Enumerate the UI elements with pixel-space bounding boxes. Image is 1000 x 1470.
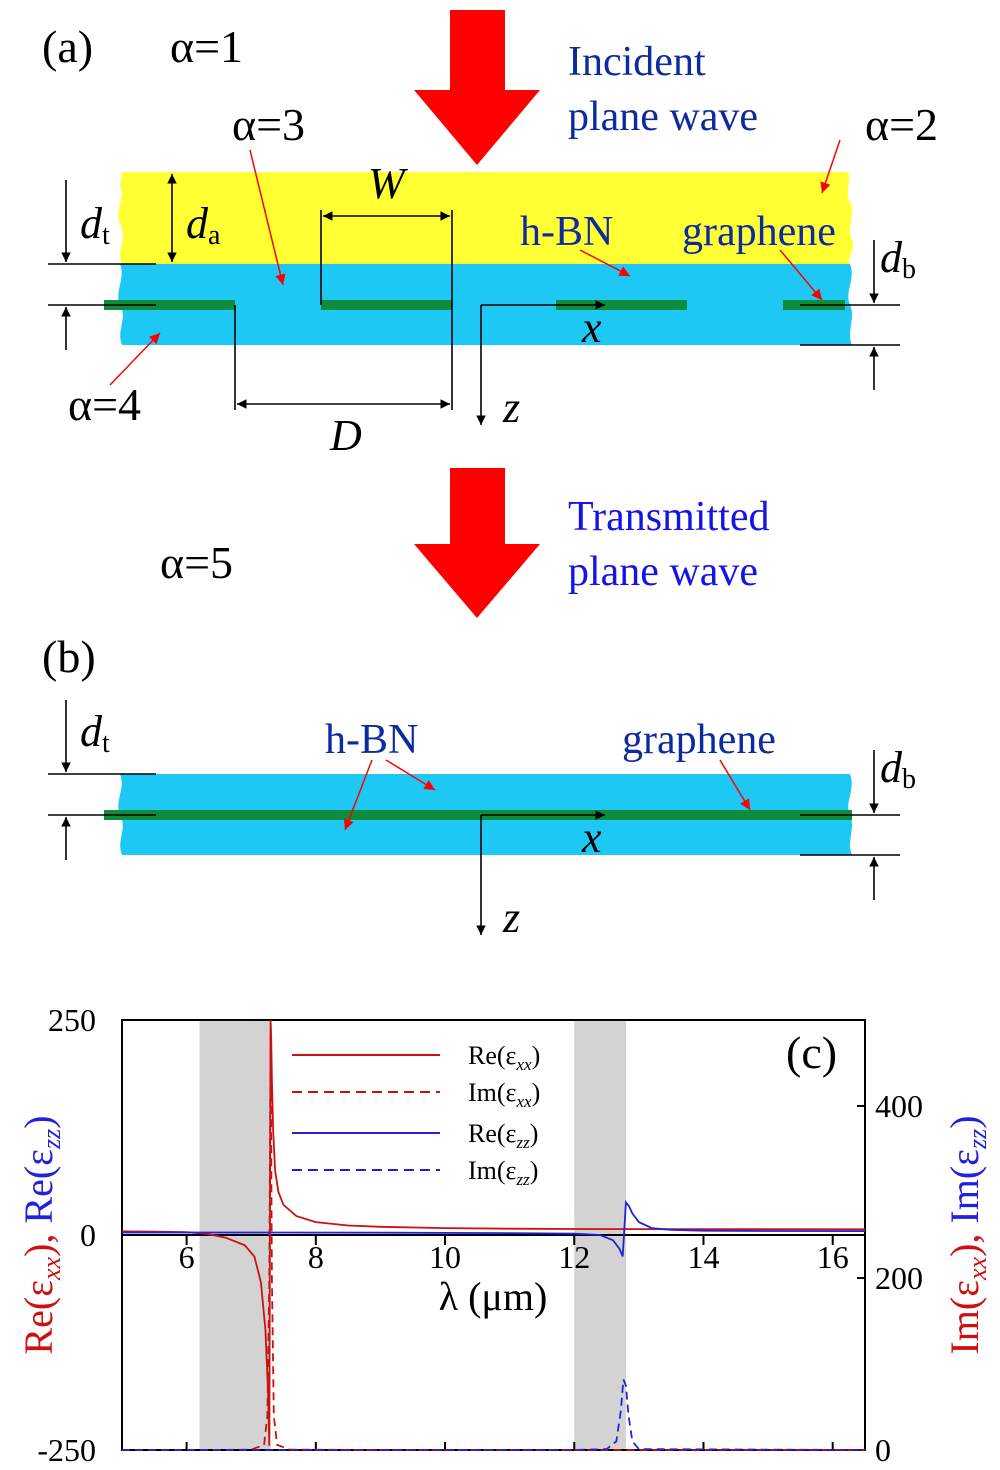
incident-label-line1: Incident xyxy=(568,39,706,85)
panel-a: (a) α=1 α=3 α=2 Incident plane wave xyxy=(42,10,938,618)
transmitted-label-line1: Transmitted xyxy=(568,494,769,540)
x-tick-label-3: 12 xyxy=(558,1239,590,1275)
alpha4-label: α=4 xyxy=(68,379,141,430)
pointer-arrows-a xyxy=(109,139,841,386)
chart-c: 6 8 10 12 14 16 250 0 -250 400 200 0 (c) Re(εxx) … xyxy=(16,1002,992,1468)
hbn-label-a: h-BN xyxy=(520,209,613,255)
y-right-tick-label-0: 400 xyxy=(875,1088,923,1124)
transmitted-arrow xyxy=(414,468,540,618)
alpha2-label: α=2 xyxy=(865,99,938,150)
dt-label-b: dt xyxy=(80,707,110,759)
series-re-xx xyxy=(121,1019,866,1446)
graphene-ribbon-1 xyxy=(104,300,235,310)
series-layer xyxy=(121,1019,866,1451)
series-re-zz xyxy=(122,1199,866,1257)
graphene-label-b: graphene xyxy=(622,717,776,763)
x-tick-label-4: 14 xyxy=(687,1239,719,1275)
y-left-tick-label-2: -250 xyxy=(37,1432,96,1468)
z-axis-label-b: z xyxy=(502,893,520,942)
alpha3-label: α=3 xyxy=(232,99,305,150)
transmitted-label-line2: plane wave xyxy=(568,549,758,595)
D-label: D xyxy=(329,411,362,460)
legend-label-re-xx: Re(εxx) xyxy=(468,1041,540,1074)
series-im-xx xyxy=(122,1028,865,1451)
alpha1-label: α=1 xyxy=(170,21,243,72)
chart-tag: (c) xyxy=(786,1027,837,1078)
pointer-arrows-b xyxy=(343,759,751,831)
dt-label-a: dt xyxy=(80,199,110,251)
top-dielectric-layer xyxy=(118,172,853,264)
incident-arrow xyxy=(414,10,540,165)
panel-b-tag: (b) xyxy=(42,631,96,682)
x-axis-label-b: x xyxy=(581,813,602,862)
x-ticks: 6 8 10 12 14 16 xyxy=(179,1235,849,1450)
panel-a-tag: (a) xyxy=(42,21,93,72)
db-label-a: db xyxy=(880,233,916,285)
legend-label-im-xx: Im(εxx) xyxy=(468,1078,540,1111)
incident-label-line2: plane wave xyxy=(568,94,758,140)
dimension-lines-b xyxy=(48,700,900,935)
W-label: W xyxy=(368,159,408,208)
legend-label-im-zz: Im(εzz) xyxy=(468,1156,538,1189)
y-left-tick-label-0: 250 xyxy=(48,1002,96,1038)
y-right-tick-label-2: 0 xyxy=(875,1432,891,1468)
x-axis-label-a: x xyxy=(581,303,602,352)
y-right-tick-label-1: 200 xyxy=(875,1260,923,1296)
left-axis-title: Re(εxx), Re(εzz) xyxy=(16,1115,66,1354)
graphene-label-a: graphene xyxy=(682,209,836,255)
series-im-zz xyxy=(122,1379,866,1451)
z-axis-label-a: z xyxy=(502,383,520,432)
graphene-ribbon-3 xyxy=(556,300,687,310)
panel-b: (b) dt db x z h-BN graphene xyxy=(42,631,916,942)
x-tick-label-5: 16 xyxy=(817,1239,849,1275)
hbn-label-b: h-BN xyxy=(325,717,418,763)
dimension-lines-a xyxy=(48,174,900,425)
right-axis-title: Im(εxx), Im(εzz) xyxy=(942,1115,992,1354)
x-tick-label-2: 10 xyxy=(429,1239,461,1275)
legend-label-re-zz: Re(εzz) xyxy=(468,1119,538,1152)
graphene-sheet xyxy=(104,810,852,820)
db-label-b: db xyxy=(880,743,916,795)
legend: Re(εxx) Im(εxx) Re(εzz) Im(εzz) xyxy=(292,1041,540,1189)
alpha5-label: α=5 xyxy=(160,537,233,588)
y-left-ticks: 250 0 -250 xyxy=(37,1002,130,1468)
x-tick-label-0: 6 xyxy=(179,1239,195,1275)
x-tick-label-1: 8 xyxy=(308,1239,324,1275)
da-label: da xyxy=(186,199,221,251)
y-right-ticks: 400 200 0 xyxy=(857,1088,923,1468)
x-axis-title: λ (μm) xyxy=(439,1274,548,1319)
y-left-tick-label-1: 0 xyxy=(80,1217,96,1253)
graphene-ribbon-2 xyxy=(321,300,452,310)
